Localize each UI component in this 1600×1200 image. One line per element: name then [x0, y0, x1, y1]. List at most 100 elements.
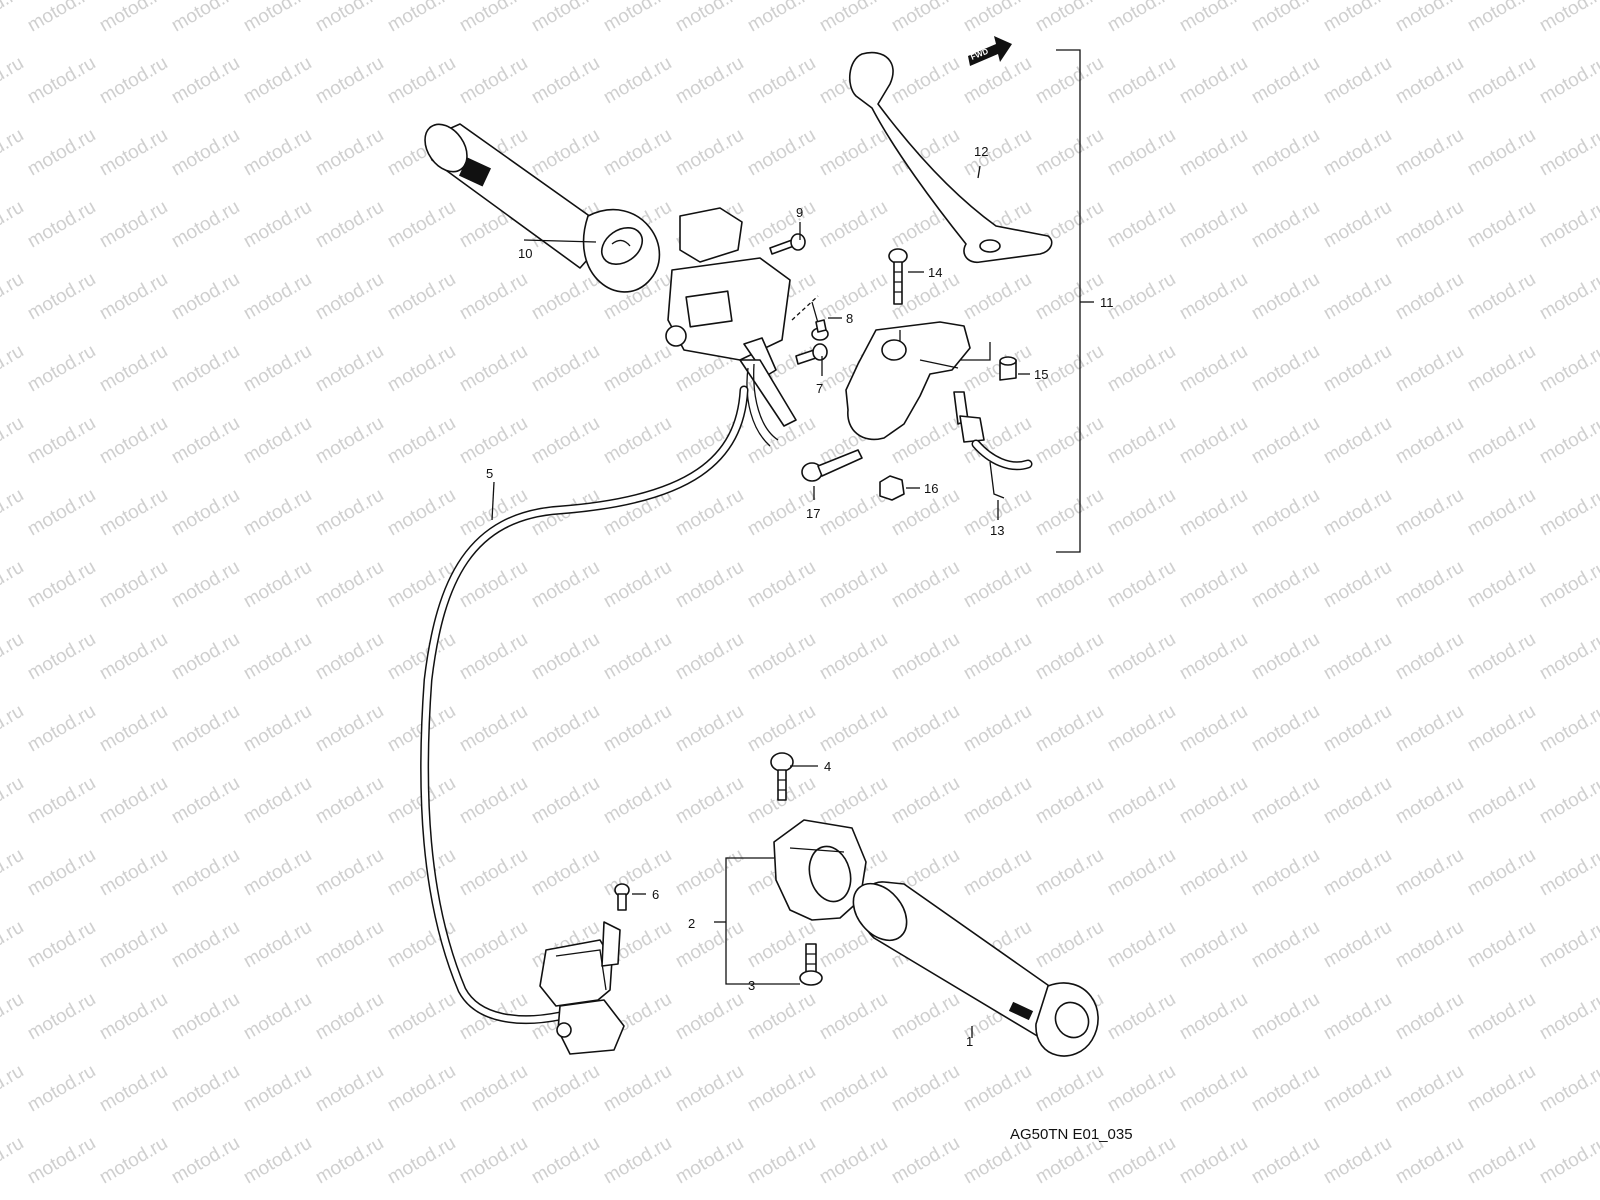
watermark-text: motod.ru	[96, 701, 171, 757]
part-11-lever-bracket[interactable]	[845, 321, 991, 441]
watermark-text: motod.ru	[672, 1133, 747, 1189]
callout-5: 5	[486, 466, 493, 481]
right-switch-housing[interactable]	[539, 921, 625, 1055]
watermark-text: motod.ru	[96, 0, 171, 36]
watermark-text: motod.ru	[1320, 917, 1395, 973]
watermark-text: motod.ru	[1032, 557, 1107, 613]
watermark-text: motod.ru	[1320, 773, 1395, 829]
watermark-text: motod.ru	[96, 1133, 171, 1189]
watermark-text: motod.ru	[528, 269, 603, 325]
watermark-text: motod.ru	[1248, 0, 1323, 36]
watermark-text: motod.ru	[240, 485, 315, 541]
grip-texture-1	[1008, 1001, 1034, 1021]
watermark-text: motod.ru	[960, 845, 1035, 901]
part-10-left-grip[interactable]	[416, 116, 661, 293]
watermark-text: motod.ru	[672, 53, 747, 109]
watermark-text: motod.ru	[1536, 0, 1600, 36]
watermark-text: motod.ru	[384, 197, 459, 253]
watermark-text: motod.ru	[0, 1133, 27, 1189]
callout-1: 1	[966, 1034, 973, 1049]
watermark-text: motod.ru	[24, 413, 99, 469]
watermark-text: motod.ru	[1536, 629, 1600, 685]
watermark-text: motod.ru	[312, 485, 387, 541]
watermark-text: motod.ru	[1320, 701, 1395, 757]
watermark-text: motod.ru	[1320, 845, 1395, 901]
part-16-nut[interactable]	[879, 475, 905, 501]
watermark-text: motod.ru	[528, 0, 603, 36]
watermark-text: motod.ru	[96, 557, 171, 613]
part-17-bolt[interactable]	[801, 449, 863, 482]
watermark-text: motod.ru	[1176, 557, 1251, 613]
part-3-screw[interactable]	[799, 943, 823, 986]
watermark-text: motod.ru	[600, 629, 675, 685]
watermark-text: motod.ru	[24, 269, 99, 325]
watermark-text: motod.ru	[96, 845, 171, 901]
watermark-text: motod.ru	[24, 917, 99, 973]
watermark-text: motod.ru	[1032, 0, 1107, 36]
watermark-text: motod.ru	[456, 413, 531, 469]
watermark-text: motod.ru	[1320, 53, 1395, 109]
watermark-text: motod.ru	[1176, 341, 1251, 397]
part-2-throttle-housing[interactable]	[773, 819, 867, 921]
watermark-text: motod.ru	[1536, 557, 1600, 613]
watermark-text: motod.ru	[960, 701, 1035, 757]
part-7-screw[interactable]	[795, 343, 828, 365]
part-8-screw[interactable]	[791, 295, 829, 341]
watermark-text: motod.ru	[0, 557, 27, 613]
watermark-text: motod.ru	[456, 773, 531, 829]
watermark-text: motod.ru	[1464, 773, 1539, 829]
part-5-cable[interactable]	[420, 385, 749, 1025]
watermark-text: motod.ru	[600, 1061, 675, 1117]
watermark-text: motod.ru	[1320, 1133, 1395, 1189]
watermark-text: motod.ru	[672, 917, 747, 973]
part-13-switch[interactable]	[953, 391, 1033, 499]
watermark-text: motod.ru	[1464, 269, 1539, 325]
watermark-text: motod.ru	[384, 0, 459, 36]
watermark-text: motod.ru	[24, 773, 99, 829]
leader-lines	[491, 165, 1030, 1038]
left-switch-housing[interactable]	[665, 207, 797, 447]
watermark-text: motod.ru	[1320, 197, 1395, 253]
watermark-text: motod.ru	[816, 1133, 891, 1189]
watermark-text: motod.ru	[888, 1061, 963, 1117]
watermark-text: motod.ru	[24, 0, 99, 36]
watermark-text: motod.ru	[384, 485, 459, 541]
watermark-text: motod.ru	[1536, 917, 1600, 973]
watermark-text: motod.ru	[0, 989, 27, 1045]
watermark-text: motod.ru	[672, 1061, 747, 1117]
watermark-text: motod.ru	[24, 341, 99, 397]
watermark-text: motod.ru	[672, 989, 747, 1045]
watermark-text: motod.ru	[960, 773, 1035, 829]
part-9-screw[interactable]	[769, 233, 806, 255]
part-12-lever[interactable]	[849, 51, 1053, 264]
watermark-text: motod.ru	[1176, 989, 1251, 1045]
group-bracket-2	[714, 857, 774, 985]
watermark-text: motod.ru	[312, 341, 387, 397]
watermark-text: motod.ru	[672, 557, 747, 613]
watermark-text: motod.ru	[240, 701, 315, 757]
part-14-bolt[interactable]	[888, 248, 908, 305]
watermark-text: motod.ru	[744, 557, 819, 613]
watermark-text: motod.ru	[1464, 845, 1539, 901]
watermark-text: motod.ru	[24, 125, 99, 181]
watermark-text: motod.ru	[1032, 269, 1107, 325]
watermark-text: motod.ru	[1464, 1133, 1539, 1189]
callouts: 1 2 3 4 5 6 7 8 9 10 11 12 13 14 15 16 1…	[486, 144, 1114, 1049]
part-4-screw[interactable]	[770, 752, 794, 801]
part-15-collar[interactable]	[999, 356, 1017, 381]
watermark-text: motod.ru	[240, 989, 315, 1045]
watermark-text: motod.ru	[1464, 989, 1539, 1045]
watermark-text: motod.ru	[1392, 1133, 1467, 1189]
watermark-text: motod.ru	[168, 53, 243, 109]
watermark-text: motod.ru	[1320, 125, 1395, 181]
watermark-text: motod.ru	[1248, 1061, 1323, 1117]
watermark-text: motod.ru	[384, 989, 459, 1045]
watermark-text: motod.ru	[96, 197, 171, 253]
part-1-right-grip[interactable]	[843, 873, 1099, 1057]
part-6-screw[interactable]	[614, 883, 630, 911]
watermark-text: motod.ru	[1176, 0, 1251, 36]
watermark-text: motod.ru	[384, 53, 459, 109]
watermark-text: motod.ru	[312, 197, 387, 253]
